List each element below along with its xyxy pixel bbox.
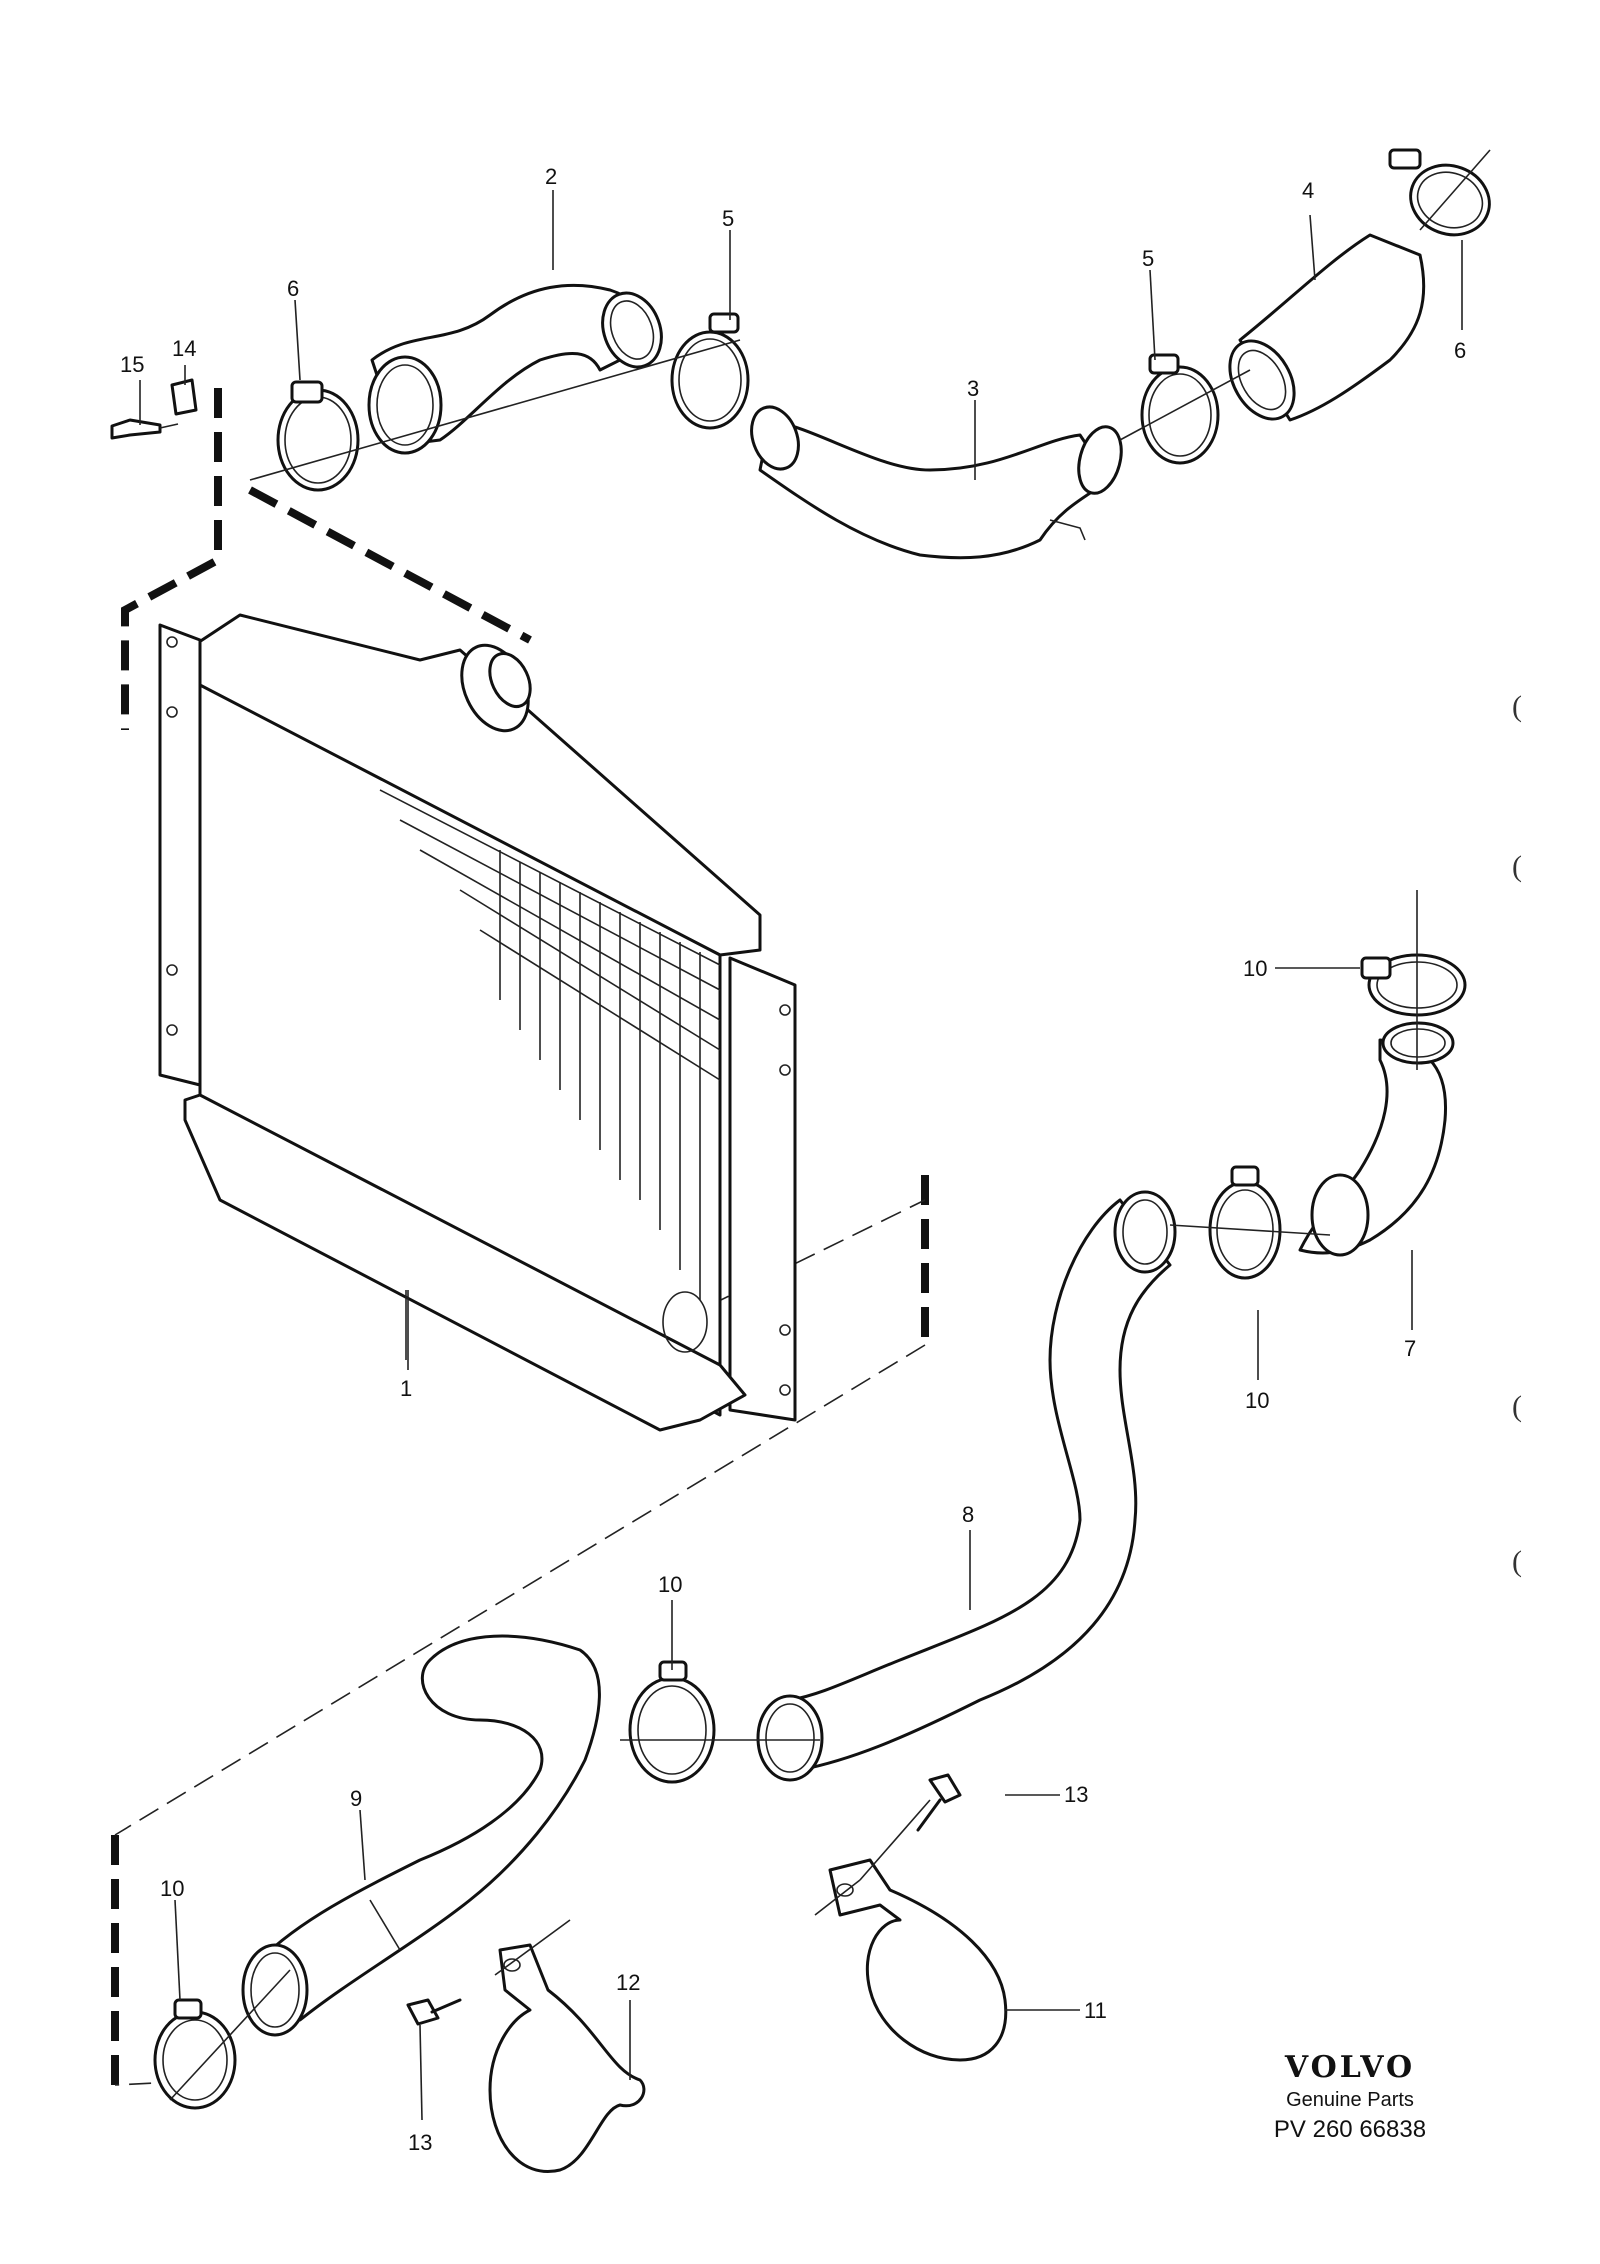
callout-2: 2 bbox=[545, 164, 557, 189]
callout-10-mid: 10 bbox=[1245, 1388, 1269, 1413]
middle-pipe bbox=[750, 405, 1123, 560]
long-hose bbox=[756, 1190, 1177, 1782]
callout-9: 9 bbox=[350, 1786, 362, 1811]
callout-12: 12 bbox=[616, 1970, 640, 1995]
callout-13-right: 13 bbox=[1064, 1782, 1088, 1807]
callout-4: 4 bbox=[1302, 178, 1314, 203]
callout-1: 1 bbox=[400, 1376, 412, 1401]
upper-hose-left bbox=[367, 283, 663, 455]
hose-clip-12 bbox=[488, 1919, 646, 2173]
callout-13-left: 13 bbox=[408, 2130, 432, 2155]
callout-3: 3 bbox=[967, 376, 979, 401]
callout-10-bottom: 10 bbox=[160, 1876, 184, 1901]
margin-mark: ( bbox=[1512, 850, 1522, 883]
assembly-guide-lines bbox=[111, 388, 929, 2086]
upper-hose-right bbox=[1228, 233, 1426, 422]
callout-8: 8 bbox=[962, 1502, 974, 1527]
callout-10-top: 10 bbox=[1243, 956, 1267, 981]
diagram-reference: PV 260 66838 bbox=[1273, 2116, 1427, 2143]
lower-s-hose bbox=[241, 1634, 601, 2037]
margin-mark: ( bbox=[1512, 1390, 1522, 1423]
callout-5-right: 5 bbox=[1142, 246, 1154, 271]
callout-5-left: 5 bbox=[722, 206, 734, 231]
margin-mark: ( bbox=[1512, 690, 1522, 723]
callout-6-right: 6 bbox=[1454, 338, 1466, 363]
callout-labels: 2 5 6 3 5 4 6 15 14 1 10 10 7 8 10 9 10 … bbox=[120, 164, 1466, 2155]
hose-clamps-10 bbox=[153, 890, 1467, 2110]
intercooler-radiator bbox=[158, 613, 797, 1432]
brand-subtitle: Genuine Parts bbox=[1286, 2089, 1414, 2111]
elbow-hose-right bbox=[1298, 1021, 1455, 1257]
branding-block: VOLVO Genuine Parts PV 260 66838 bbox=[1240, 2050, 1460, 2144]
callout-15: 15 bbox=[120, 352, 144, 377]
margin-mark: ( bbox=[1512, 1545, 1522, 1578]
callout-14: 14 bbox=[172, 336, 196, 361]
callout-10-lower: 10 bbox=[658, 1572, 682, 1597]
volvo-logo: VOLVO bbox=[1284, 2050, 1416, 2085]
callout-11: 11 bbox=[1084, 1998, 1107, 2023]
hose-clip-11 bbox=[814, 1799, 1008, 2062]
callout-7: 7 bbox=[1404, 1336, 1416, 1361]
hose-clamps-top bbox=[249, 148, 1491, 492]
callout-6-left: 6 bbox=[287, 276, 299, 301]
callout-leaders bbox=[139, 190, 1463, 2121]
bracket-nut-and-bolt bbox=[110, 378, 198, 440]
bolts-13 bbox=[406, 1773, 962, 2026]
